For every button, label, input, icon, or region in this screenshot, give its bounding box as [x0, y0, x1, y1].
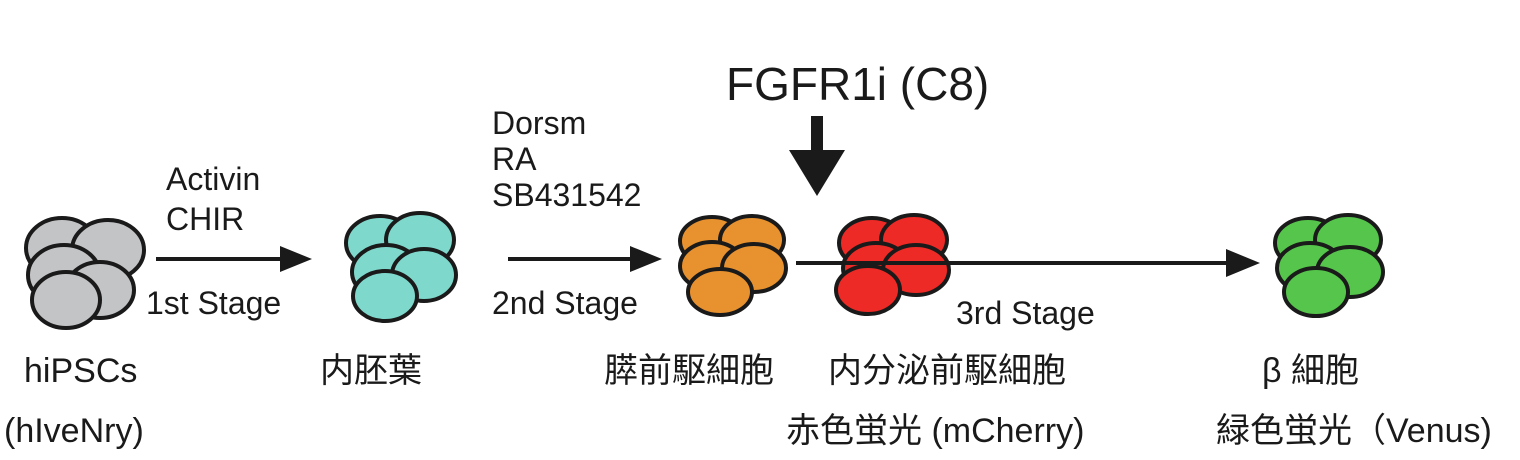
fluorescence-green-label: 緑色蛍光（Venus): [1216, 412, 1492, 450]
cluster-beta-cell: [1273, 213, 1385, 318]
stage-2-label: 2nd Stage: [492, 285, 638, 321]
cell-sub-hipsc: (hIveNry): [4, 412, 144, 450]
cell-name-pancreatic-progenitor: 膵前駆細胞: [604, 352, 774, 390]
reagent-dorsm: Dorsm: [492, 105, 586, 141]
arrow-stage-3: [796, 249, 1260, 277]
reagent-ra: RA: [492, 141, 537, 177]
cell-name-endocrine-progenitor: 内分泌前駆細胞: [828, 352, 1066, 390]
stage-3-label: 3rd Stage: [956, 295, 1095, 331]
cluster-hipsc: [24, 216, 146, 330]
reagent-sb431542: SB431542: [492, 177, 641, 213]
cluster-endocrine-progenitor: [834, 213, 951, 316]
reagent-chir: CHIR: [166, 201, 244, 237]
inhibitor-label: FGFR1i (C8): [726, 58, 989, 110]
stage-1-label: 1st Stage: [146, 285, 281, 321]
inhibitor-arrow: [789, 116, 845, 196]
cell-name-beta: β 細胞: [1262, 352, 1359, 390]
reagent-activin: Activin: [166, 161, 260, 197]
cluster-endoderm: [344, 211, 458, 323]
cell-name-hipsc: hiPSCs: [24, 352, 137, 390]
arrow-stage-1: [156, 246, 312, 272]
cell-name-endoderm: 内胚葉: [320, 352, 422, 390]
arrow-stage-2: [508, 246, 662, 272]
cluster-pancreatic-progenitor: [678, 214, 788, 317]
fluorescence-red-label: 赤色蛍光 (mCherry): [786, 412, 1084, 450]
